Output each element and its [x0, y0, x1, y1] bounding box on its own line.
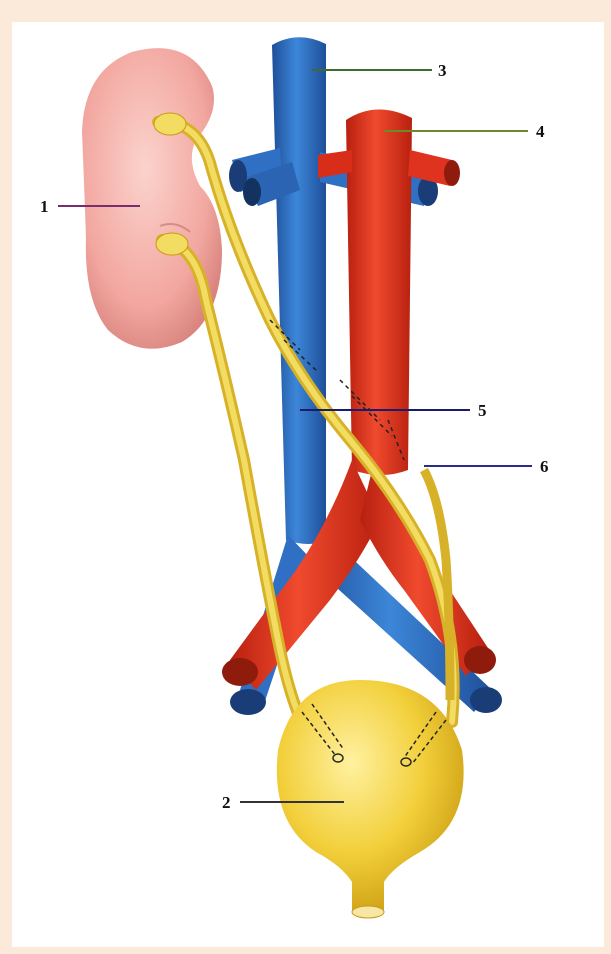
callout-label-5: 5	[478, 401, 487, 420]
callout-label-3: 3	[438, 61, 447, 80]
callout-label-1: 1	[40, 197, 49, 216]
callout-label-6: 6	[540, 457, 549, 476]
callout-label-2: 2	[222, 793, 231, 812]
callout-label-4: 4	[536, 122, 545, 141]
